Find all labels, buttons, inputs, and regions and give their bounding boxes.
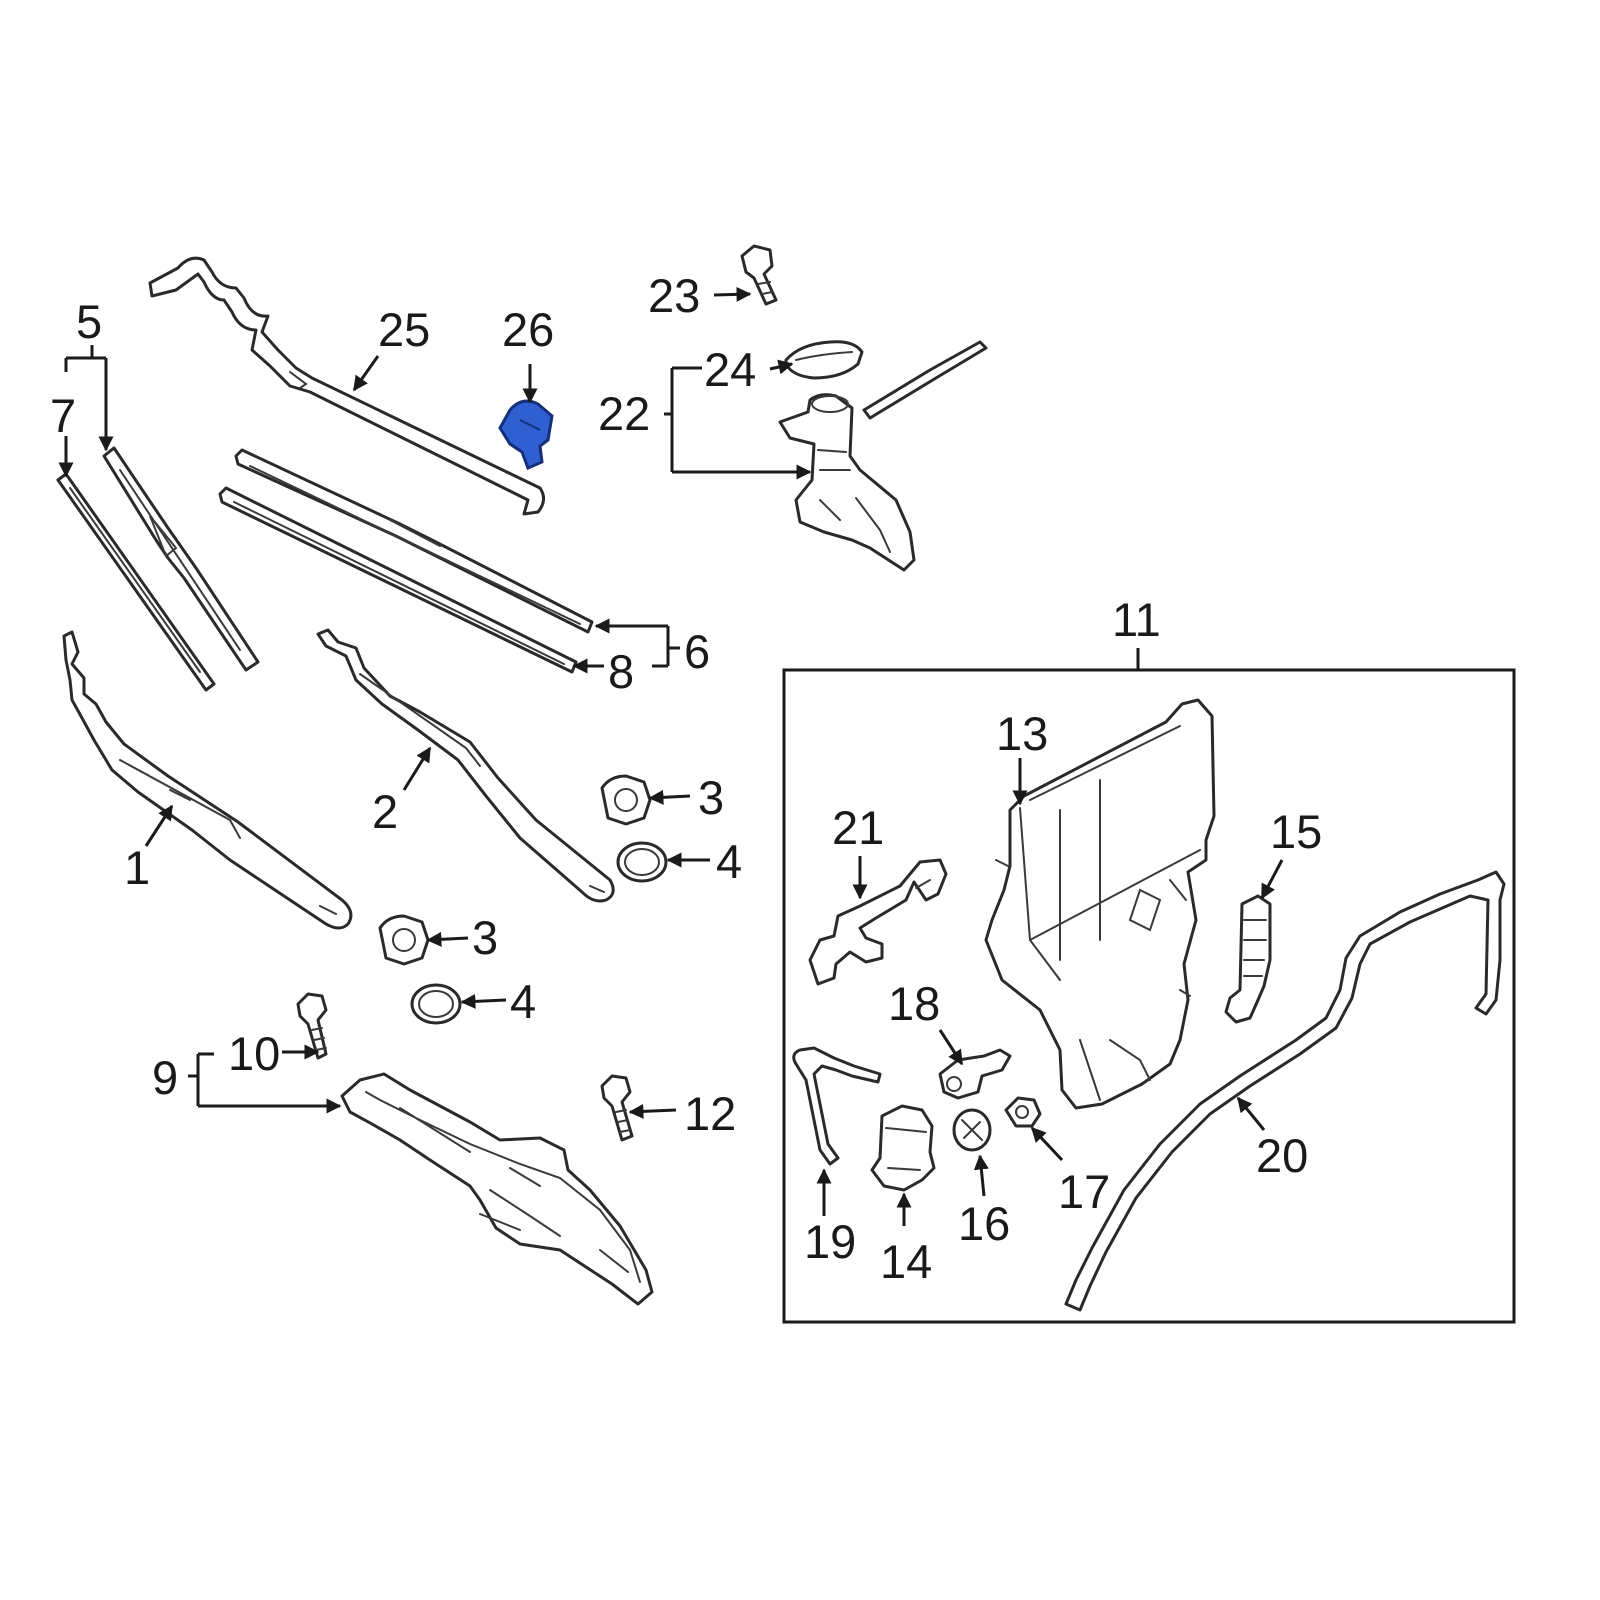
filler-neck-22-part xyxy=(778,340,988,572)
wiper-linkage-9-part xyxy=(340,1072,654,1306)
callout-24: 24 xyxy=(704,343,756,396)
callout-1: 1 xyxy=(124,841,150,894)
callout-18: 18 xyxy=(888,977,940,1030)
callout-4b: 4 xyxy=(510,975,536,1028)
callout-7: 7 xyxy=(50,389,76,442)
callout-16: 16 xyxy=(958,1197,1010,1250)
callouts: 5 7 25 26 23 24 22 6 8 1 2 3 4 3 4 10 9 … xyxy=(50,269,1322,1288)
callout-15: 15 xyxy=(1270,805,1322,858)
bolt-23-part xyxy=(740,244,778,306)
callout-22: 22 xyxy=(598,387,650,440)
callout-2: 2 xyxy=(372,785,398,838)
wiper-blade-6-part xyxy=(234,448,594,634)
callout-9: 9 xyxy=(152,1051,178,1104)
grommet-4b-part xyxy=(410,983,462,1025)
washer-motor-14-part xyxy=(870,1104,936,1192)
callout-10: 10 xyxy=(228,1027,280,1080)
filler-cap-24-part xyxy=(784,340,864,380)
callout-12: 12 xyxy=(684,1087,736,1140)
callout-3b: 3 xyxy=(472,911,498,964)
wiring-harness-21-part xyxy=(808,858,948,986)
wiper-arm-1-part xyxy=(62,630,353,930)
callout-26: 26 xyxy=(502,303,554,356)
wiper-arm-2-part xyxy=(316,628,615,903)
leader-lines xyxy=(58,286,1284,1226)
hose-19-part xyxy=(792,1046,882,1166)
callout-11: 11 xyxy=(1112,593,1161,646)
callout-3a: 3 xyxy=(698,771,724,824)
callout-25: 25 xyxy=(378,303,430,356)
bolt-10-part xyxy=(296,992,328,1060)
callout-4a: 4 xyxy=(716,835,742,888)
washer-reservoir-13-part xyxy=(984,698,1216,1110)
wiper-blade-5-part xyxy=(102,446,260,672)
washer-nozzle-highlight xyxy=(498,399,554,470)
washer-hose-20-part xyxy=(1064,870,1506,1312)
callout-20: 20 xyxy=(1256,1129,1308,1182)
callout-5: 5 xyxy=(76,295,102,348)
level-sensor-18-part xyxy=(938,1048,1012,1100)
callout-17: 17 xyxy=(1058,1165,1110,1218)
nut-3b-part xyxy=(378,914,430,966)
bolt-12-part xyxy=(600,1074,634,1142)
grommet-17-part xyxy=(1004,1096,1042,1128)
assembly-11-box xyxy=(782,668,1516,1324)
linkage-rod-part xyxy=(148,256,545,516)
grommet-4a-part xyxy=(616,841,668,883)
callout-6: 6 xyxy=(684,625,710,678)
callout-19: 19 xyxy=(804,1215,856,1268)
callout-14: 14 xyxy=(880,1235,932,1288)
callout-23: 23 xyxy=(648,269,700,322)
callout-21: 21 xyxy=(832,801,884,854)
seal-16-part xyxy=(952,1108,992,1152)
washer-nozzle-part xyxy=(498,399,554,470)
washer-pump-15-part xyxy=(1224,894,1272,1024)
callout-13: 13 xyxy=(996,707,1048,760)
callout-8: 8 xyxy=(608,645,634,698)
wiper-blade-8-part xyxy=(218,486,578,674)
nut-3a-part xyxy=(600,774,652,826)
